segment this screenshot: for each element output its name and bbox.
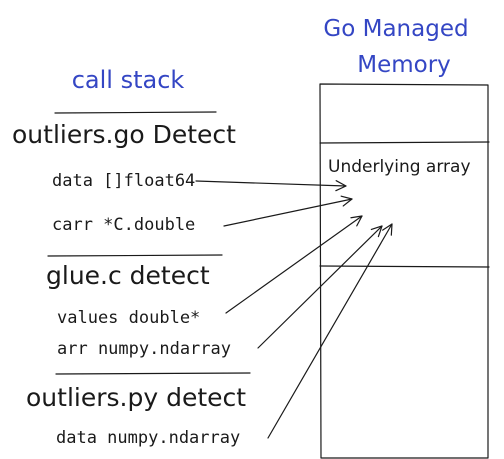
memory-title-line2: Memory bbox=[357, 52, 451, 78]
frame-go-var-carr: carr *C.double bbox=[52, 215, 195, 235]
arrow-py-data bbox=[267, 223, 393, 439]
memory-title-line1: Go Managed bbox=[323, 16, 468, 42]
frame-c-var-arr: arr numpy.ndarray bbox=[57, 339, 231, 359]
frame-go-title: outliers.go Detect bbox=[12, 120, 236, 149]
memory-divider-bottom bbox=[319, 265, 490, 268]
frame-c-title: glue.c detect bbox=[46, 261, 210, 290]
arrow-c-arr bbox=[257, 225, 383, 349]
frame-go-var-data: data []float64 bbox=[52, 171, 195, 191]
frame-py-var-data: data numpy.ndarray bbox=[56, 428, 240, 448]
frame-divider-2 bbox=[55, 372, 251, 375]
memory-divider-top bbox=[319, 141, 490, 144]
arrow-go-data bbox=[195, 180, 347, 192]
arrow-c-values bbox=[225, 215, 363, 314]
memory-box-outline bbox=[319, 83, 489, 459]
frame-divider-1 bbox=[47, 254, 223, 257]
frame-c-var-values: values double* bbox=[57, 308, 200, 328]
memory-box bbox=[319, 83, 490, 459]
frame-py-title: outliers.py detect bbox=[26, 383, 246, 412]
underlying-array-label: Underlying array bbox=[328, 157, 471, 177]
arrow-go-carr bbox=[223, 195, 353, 227]
stack-top-line bbox=[54, 111, 217, 114]
pointer-arrows bbox=[195, 180, 393, 439]
call-stack-title: call stack bbox=[72, 66, 185, 94]
